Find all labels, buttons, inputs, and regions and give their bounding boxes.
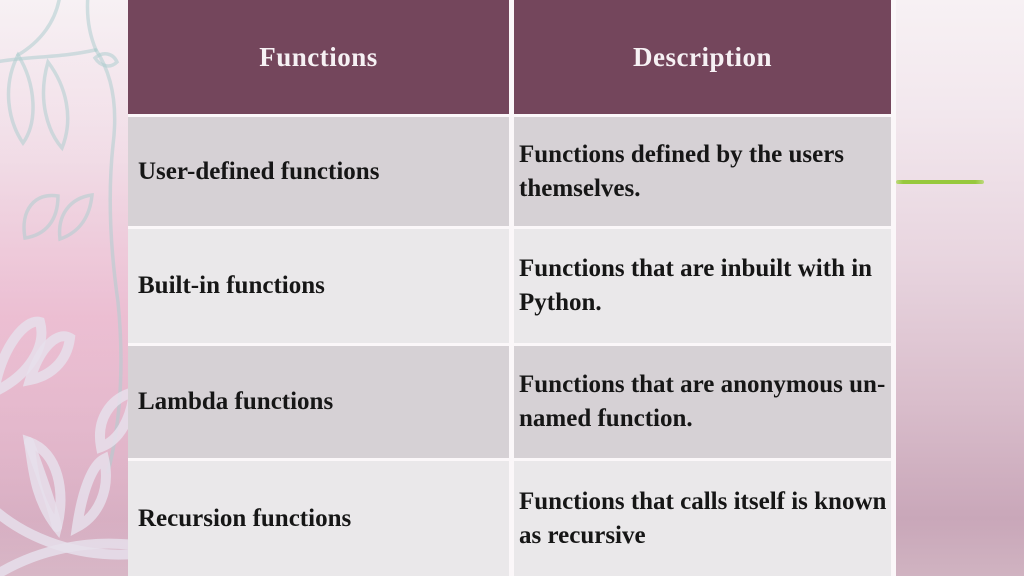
- header-label-description: Description: [633, 41, 772, 72]
- function-name-cell: Recursion functions: [128, 461, 509, 576]
- function-name-cell: Built-in functions: [128, 229, 509, 343]
- function-name: Lambda functions: [138, 388, 334, 415]
- table-row-lambda: Lambda functions Functions that are anon…: [128, 346, 896, 458]
- function-description: Functions that are anonymous un-named fu…: [519, 371, 886, 432]
- function-name-cell: Lambda functions: [128, 346, 509, 458]
- table-row-recursion: Recursion functions Functions that calls…: [128, 461, 896, 576]
- function-description-cell: Functions that are inbuilt with in Pytho…: [514, 229, 891, 343]
- function-description-cell: Functions defined by the users themselve…: [514, 117, 891, 226]
- header-label-functions: Functions: [259, 41, 378, 72]
- function-description: Functions that calls itself is known as …: [519, 487, 887, 549]
- floral-pattern-art: [0, 0, 130, 576]
- table-header-row: Functions Description: [128, 0, 896, 114]
- table-row-user-defined: User-defined functions Functions defined…: [128, 117, 896, 226]
- green-accent-line: [896, 180, 984, 184]
- header-cell-description: Description: [514, 0, 891, 114]
- function-description-cell: Functions that are anonymous un-named fu…: [514, 346, 891, 458]
- header-cell-functions: Functions: [128, 0, 509, 114]
- floral-background-strip: [0, 0, 130, 576]
- function-name-cell: User-defined functions: [128, 117, 509, 226]
- function-description: Functions that are inbuilt with in Pytho…: [519, 255, 873, 316]
- function-description: Functions defined by the users themselve…: [519, 140, 845, 202]
- function-name: Recursion functions: [138, 504, 352, 532]
- function-name: User-defined functions: [138, 157, 380, 185]
- table-row-built-in: Built-in functions Functions that are in…: [128, 229, 896, 343]
- function-name: Built-in functions: [138, 272, 325, 299]
- functions-table: Functions Description User-defined funct…: [128, 0, 896, 576]
- function-description-cell: Functions that calls itself is known as …: [514, 461, 891, 576]
